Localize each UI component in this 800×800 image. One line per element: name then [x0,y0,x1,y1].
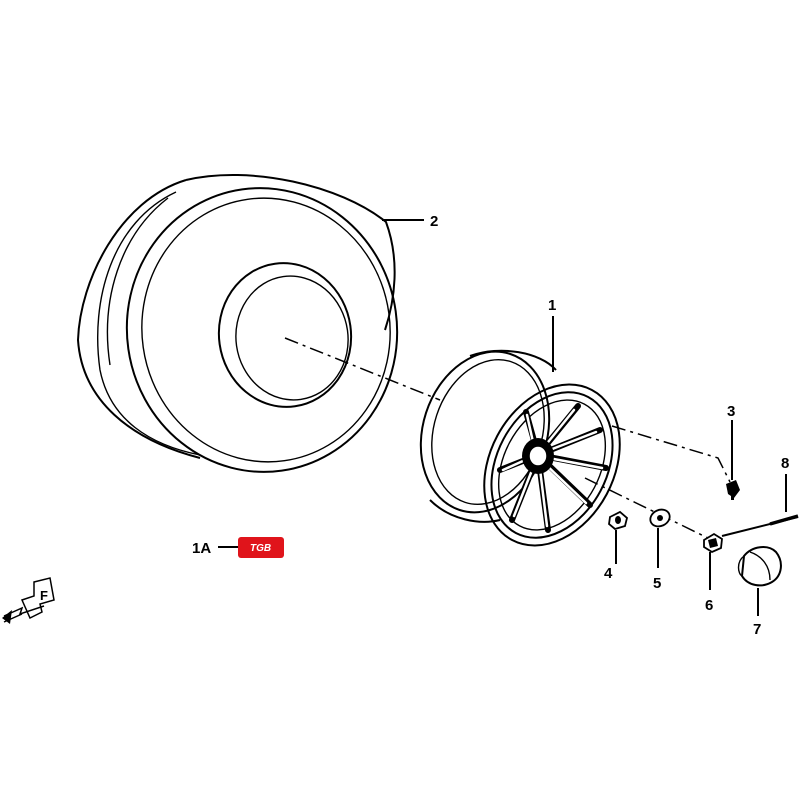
direction-letter: F [40,588,48,603]
leader-lines [218,219,787,616]
axis-line-valve [611,425,731,483]
callout-1: 1 [548,297,556,314]
callout-2: 2 [430,213,438,230]
callout-3: 3 [727,403,735,420]
callout-1a: 1A [192,540,211,557]
axis-line-tire-wheel [284,337,441,401]
nut-6 [703,532,723,554]
tgb-badge: TGB [238,537,284,558]
cap-7 [737,546,782,587]
tire [76,174,399,473]
callout-8: 8 [781,455,789,472]
wheel-rim [419,349,621,547]
valve-stem [726,480,740,500]
nut-4 [608,510,629,531]
callout-4: 4 [604,565,613,582]
callout-5: 5 [653,575,661,592]
tgb-badge-label: TGB [250,543,271,554]
front-direction-marker: F [2,577,55,624]
callout-6: 6 [705,597,713,614]
axis-line-wheel-hardware [584,477,713,541]
callout-7: 7 [753,621,761,638]
bolt-8 [721,514,799,537]
washer-5 [649,508,671,528]
